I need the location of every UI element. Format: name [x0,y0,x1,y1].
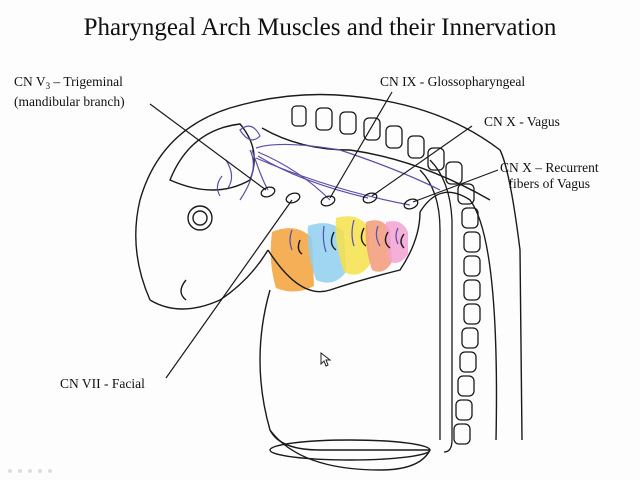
label-cn-x-recurrent: CN X – Recurrent fibers of Vagus [500,160,599,192]
leader-cn-v3 [149,103,267,191]
label-cn-x-recurrent-line2: fibers of Vagus [508,176,591,191]
arch-muscles [270,216,408,292]
slide-title: Pharyngeal Arch Muscles and their Innerv… [83,14,557,41]
label-cn-x-recurrent-line1: CN X – Recurrent [500,160,599,175]
arch-3-muscle [335,216,370,275]
leader-lines [149,91,499,379]
leader-cn-ix [329,91,393,199]
leader-cn-x-recurrent [412,169,499,203]
label-cn-v3-line2: (mandibular branch) [14,94,125,109]
cranial-nerves [216,125,441,253]
somites [291,105,481,453]
label-cn-v3-subscript: 3 [45,81,51,91]
nerve-markers [260,186,419,210]
label-cn-v3-suffix: – Trigeminal [50,74,123,89]
arch-1-muscle [270,228,314,292]
label-cn-ix: CN IX - Glossopharyngeal [380,74,526,89]
embryo-outline [135,93,523,471]
arch-4-muscle [365,220,392,272]
mouse-cursor-icon [320,352,332,367]
leader-cn-vii [165,199,293,379]
label-cn-vii: CN VII - Facial [60,376,145,391]
playback-dots-icon [8,469,52,473]
label-cn-v3: CN V3 – Trigeminal (mandibular branch) [14,74,125,110]
label-cn-v3-prefix: CN V [14,74,46,89]
leader-cn-x [371,125,473,197]
label-cn-x: CN X - Vagus [484,114,560,129]
